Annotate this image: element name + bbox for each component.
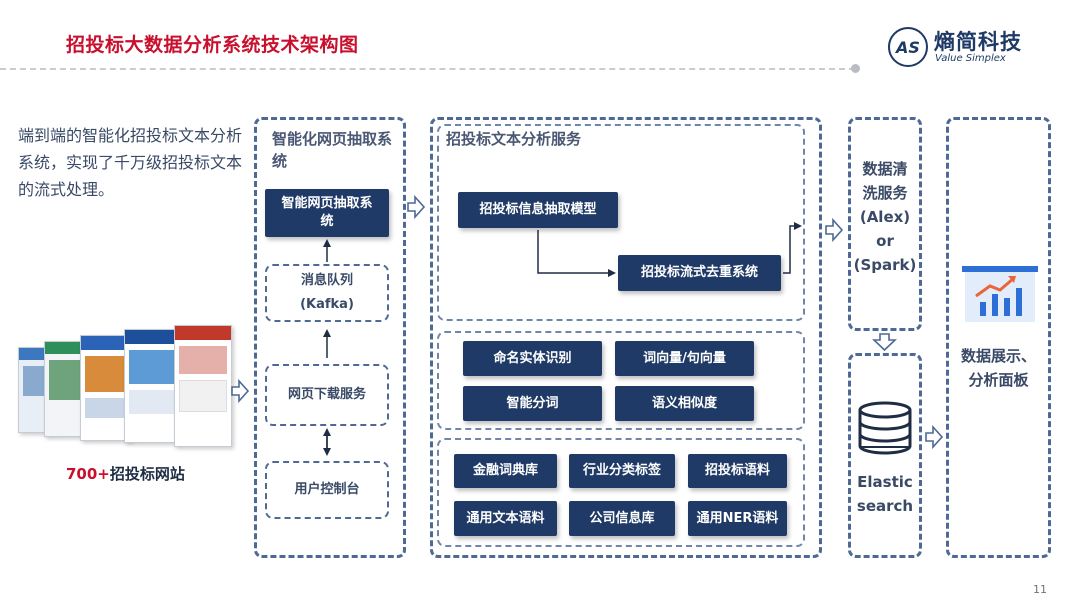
flow-arrow-elastic-to-dashboard [925, 424, 944, 450]
smart-extraction-box: 智能网页抽取系统 [265, 189, 389, 237]
user-console-box: 用户控制台 [265, 461, 389, 519]
arrow-dedup-to-output [783, 222, 802, 274]
flow-arrow-analysis-to-cleaning [825, 217, 844, 243]
intro-text: 端到端的智能化招投标文本分析系统，实现了千万级招投标文本的流式处理。 [18, 126, 243, 199]
corpus-industry-tags: 行业分类标签 [569, 454, 675, 488]
flow-arrow-extraction-to-analysis [407, 194, 426, 220]
logo-mark: AS [888, 27, 928, 67]
nlp-ner-box: 命名实体识别 [463, 341, 602, 376]
elasticsearch-label: Elastic search [848, 470, 922, 518]
dashboard-panel [946, 117, 1051, 558]
site-screenshot [174, 325, 232, 447]
message-queue-label: 消息队列 [300, 273, 353, 288]
site-screenshot [124, 329, 180, 443]
websites-count: 700+ [66, 465, 110, 483]
dashboard-line-2: 分析面板 [968, 371, 1029, 389]
stream-dedup-box: 招投标流式去重系统 [618, 255, 781, 291]
message-queue-box: 消息队列 (Kafka) [265, 264, 389, 322]
database-icon [858, 401, 912, 455]
analysis-service-group [437, 124, 805, 321]
corpus-finance-dict: 金融词典库 [454, 454, 557, 488]
cleaning-line-1: 数据清 [862, 160, 908, 178]
data-cleaning-label: 数据清 洗服务 (Alex) or (Spark) [848, 157, 922, 277]
site-screenshot [80, 335, 132, 441]
flow-arrow-cleaning-to-elastic [872, 333, 897, 352]
page-title: 招投标大数据分析系统技术架构图 [66, 34, 359, 56]
info-extraction-model-box: 招投标信息抽取模型 [458, 192, 618, 228]
web-download-box: 网页下载服务 [265, 364, 389, 426]
nlp-group [437, 331, 805, 430]
dashboard-label: 数据展示、 分析面板 [946, 344, 1051, 392]
websites-label: 700+招投标网站 [66, 463, 185, 484]
page-number: 11 [1033, 583, 1047, 596]
search-line: search [856, 497, 914, 515]
websites-collage-image [14, 325, 236, 450]
arrow-model-to-dedup [537, 230, 616, 277]
nlp-segmentation-box: 智能分词 [463, 386, 602, 421]
websites-text: 招投标网站 [109, 465, 185, 483]
cleaning-spark: (Spark) [853, 256, 917, 274]
text-analysis-panel [430, 117, 822, 558]
logo-name: 熵简科技 [934, 30, 1022, 54]
kafka-label: (Kafka) [300, 297, 354, 312]
title-divider [0, 68, 855, 70]
corpus-general-text: 通用文本语料 [454, 501, 557, 536]
web-extraction-title: 智能化网页抽取系统 [272, 130, 393, 170]
web-extraction-panel [254, 117, 406, 558]
elasticsearch-panel [848, 353, 922, 558]
flow-arrow-sites-to-extraction [231, 378, 250, 404]
nlp-similarity-box: 语义相似度 [615, 386, 754, 421]
elastic-line: Elastic [857, 473, 913, 491]
text-analysis-title: 招投标文本分析服务 [446, 130, 582, 148]
corpus-general-ner: 通用NER语料 [688, 501, 787, 536]
corpus-company-info: 公司信息库 [569, 501, 675, 536]
dashboard-line-1: 数据展示、 [960, 347, 1036, 365]
corpus-group [437, 438, 805, 547]
nlp-word-vector-box: 词向量/句向量 [615, 341, 754, 376]
cleaning-alex: (Alex) [859, 208, 911, 226]
divider-dot [851, 64, 860, 73]
dashboard-chart-icon [962, 266, 1038, 322]
cleaning-or: or [876, 232, 894, 250]
logo-english: Value Simplex [935, 53, 1006, 64]
corpus-bidding: 招投标语料 [688, 454, 787, 488]
cleaning-line-2: 洗服务 [862, 184, 908, 202]
data-cleaning-panel [848, 117, 922, 331]
